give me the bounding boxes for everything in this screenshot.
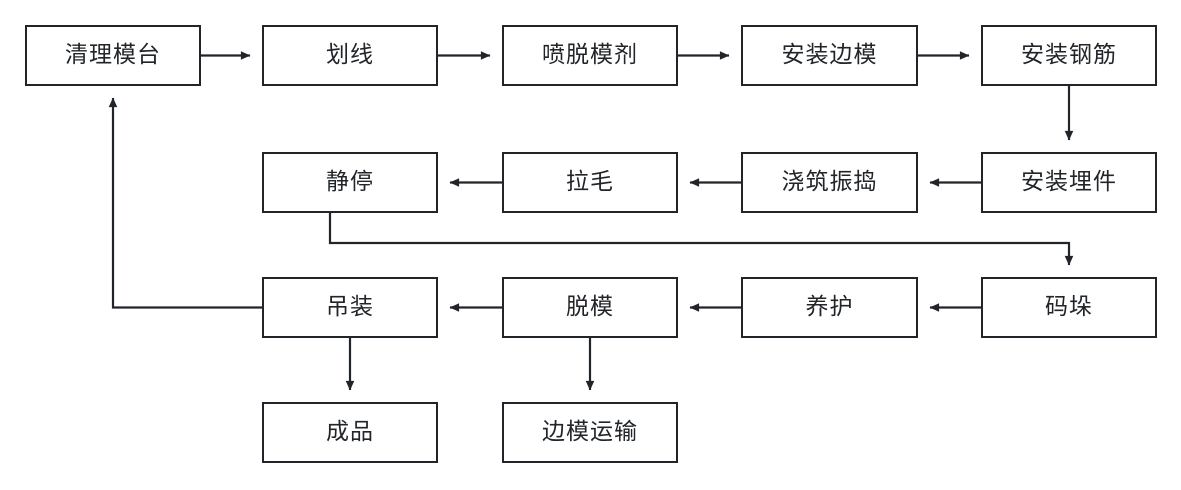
node-label: 安装埋件: [1021, 169, 1117, 195]
node-label: 码垛: [1045, 294, 1093, 320]
node-anzhuangbianmo[interactable]: 安装边模: [741, 25, 918, 86]
node-label: 静停: [326, 169, 374, 195]
node-anzhuangmaijian[interactable]: 安装埋件: [981, 152, 1157, 213]
node-label: 养护: [805, 294, 854, 320]
node-tuomo[interactable]: 脱模: [502, 277, 678, 338]
node-chengpin[interactable]: 成品: [262, 402, 438, 463]
node-label: 安装钢筋: [1021, 42, 1117, 68]
node-label: 边模运输: [542, 419, 638, 445]
node-label: 浇筑振捣: [781, 169, 878, 195]
node-huaxian[interactable]: 划线: [262, 25, 438, 86]
node-pentuomoji[interactable]: 喷脱模剂: [502, 25, 678, 86]
node-anzhuanggangjin[interactable]: 安装钢筋: [981, 25, 1157, 86]
edge-diaozhuang-to-qinglimotai-return: [108, 97, 262, 309]
node-jiaozhuzhendao[interactable]: 浇筑振捣: [741, 152, 918, 213]
node-bianmoyunshu[interactable]: 边模运输: [502, 402, 678, 463]
node-label: 脱模: [566, 294, 614, 320]
node-diaozhuang[interactable]: 吊装: [262, 277, 438, 338]
edge-jingting-to-maduo: [328, 213, 1074, 266]
node-label: 安装边模: [781, 42, 878, 68]
node-jingting[interactable]: 静停: [262, 152, 438, 213]
node-qinglimotai[interactable]: 清理模台: [25, 25, 201, 86]
node-label: 喷脱模剂: [542, 42, 638, 68]
node-lamao[interactable]: 拉毛: [502, 152, 678, 213]
node-label: 拉毛: [566, 169, 614, 195]
node-label: 成品: [326, 419, 374, 445]
node-label: 划线: [326, 42, 374, 68]
node-label: 清理模台: [65, 42, 161, 68]
node-label: 吊装: [326, 294, 374, 320]
node-yanghu[interactable]: 养护: [741, 277, 918, 338]
node-maduo[interactable]: 码垛: [981, 277, 1157, 338]
